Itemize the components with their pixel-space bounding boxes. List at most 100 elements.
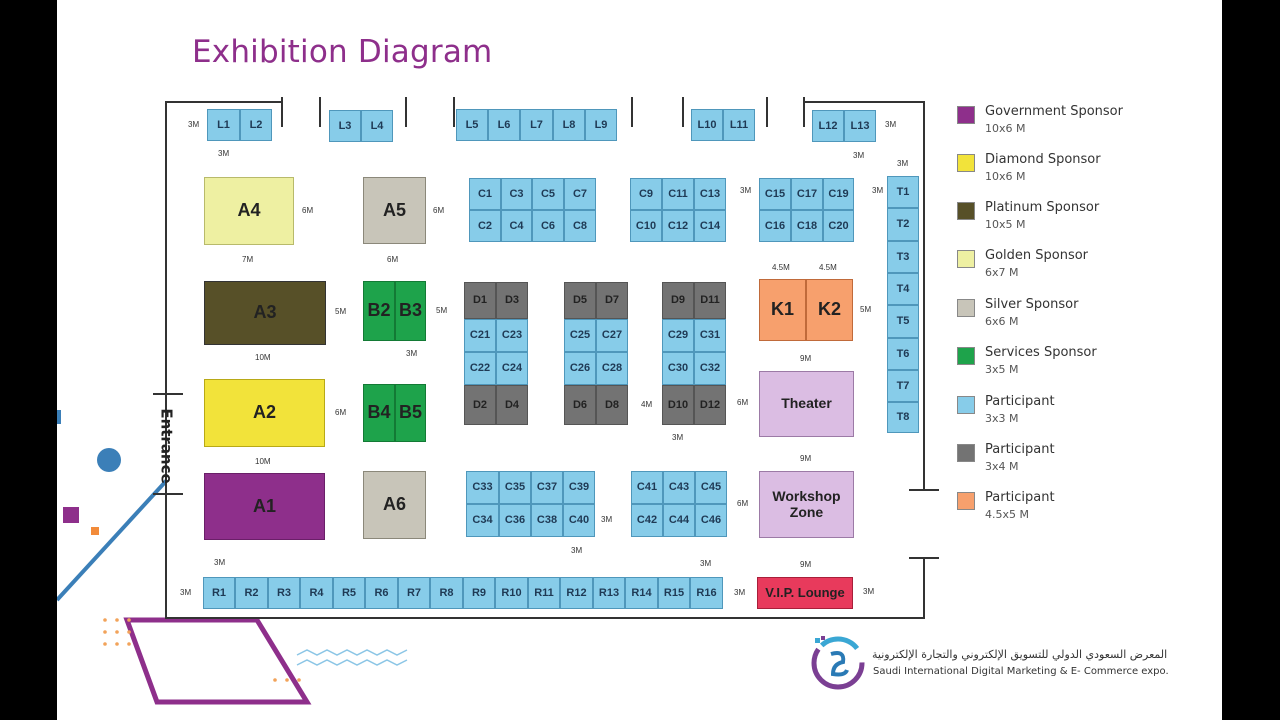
booth-T8[interactable]: T8 [887,402,919,433]
booth-C14[interactable]: C14 [694,210,726,242]
booth-D4[interactable]: D4 [496,385,528,425]
booth-C29[interactable]: C29 [662,319,694,352]
booth-A1[interactable]: A1 [204,473,325,540]
booth-C33[interactable]: C33 [466,471,499,504]
booth-C25[interactable]: C25 [564,319,596,352]
booth-C23[interactable]: C23 [496,319,528,352]
booth-A3[interactable]: A3 [204,281,326,345]
workshop-zone[interactable]: Workshop Zone [759,471,854,538]
booth-R3[interactable]: R3 [268,577,300,609]
booth-C39[interactable]: C39 [563,471,595,504]
vip-lounge[interactable]: V.I.P. Lounge [757,577,853,609]
booth-K1[interactable]: K1 [759,279,806,341]
booth-T2[interactable]: T2 [887,208,919,241]
booth-C21[interactable]: C21 [464,319,496,352]
booth-C28[interactable]: C28 [596,352,628,385]
booth-T4[interactable]: T4 [887,273,919,305]
booth-L13[interactable]: L13 [844,110,876,142]
booth-C27[interactable]: C27 [596,319,628,352]
booth-A4[interactable]: A4 [204,177,294,245]
booth-R11[interactable]: R11 [528,577,560,609]
booth-K2[interactable]: K2 [806,279,853,341]
booth-R13[interactable]: R13 [593,577,625,609]
booth-R7[interactable]: R7 [398,577,430,609]
booth-B2[interactable]: B2 [363,281,395,341]
booth-C26[interactable]: C26 [564,352,596,385]
booth-R9[interactable]: R9 [463,577,495,609]
booth-C12[interactable]: C12 [662,210,694,242]
booth-C24[interactable]: C24 [496,352,528,385]
booth-C10[interactable]: C10 [630,210,662,242]
booth-C44[interactable]: C44 [663,504,695,537]
booth-R15[interactable]: R15 [658,577,690,609]
booth-L10[interactable]: L10 [691,109,723,141]
booth-R8[interactable]: R8 [430,577,463,609]
booth-R16[interactable]: R16 [690,577,723,609]
booth-L6[interactable]: L6 [488,109,520,141]
booth-R5[interactable]: R5 [333,577,365,609]
booth-T5[interactable]: T5 [887,305,919,338]
booth-C41[interactable]: C41 [631,471,663,504]
booth-B4[interactable]: B4 [363,384,395,442]
booth-C32[interactable]: C32 [694,352,726,385]
booth-D8[interactable]: D8 [596,385,628,425]
booth-T6[interactable]: T6 [887,338,919,370]
booth-L7[interactable]: L7 [520,109,553,141]
booth-D7[interactable]: D7 [596,282,628,319]
booth-C38[interactable]: C38 [531,504,563,537]
booth-T1[interactable]: T1 [887,176,919,208]
booth-L8[interactable]: L8 [553,109,585,141]
booth-C40[interactable]: C40 [563,504,595,537]
booth-C13[interactable]: C13 [694,178,726,210]
booth-C6[interactable]: C6 [532,210,564,242]
booth-C37[interactable]: C37 [531,471,563,504]
booth-C15[interactable]: C15 [759,178,791,210]
booth-R14[interactable]: R14 [625,577,658,609]
booth-C1[interactable]: C1 [469,178,501,210]
booth-T3[interactable]: T3 [887,241,919,273]
booth-L5[interactable]: L5 [456,109,488,141]
booth-C35[interactable]: C35 [499,471,531,504]
booth-L3[interactable]: L3 [329,110,361,142]
theater-zone[interactable]: Theater [759,371,854,437]
booth-L4[interactable]: L4 [361,110,393,142]
booth-R10[interactable]: R10 [495,577,528,609]
booth-R12[interactable]: R12 [560,577,593,609]
booth-C11[interactable]: C11 [662,178,694,210]
booth-C5[interactable]: C5 [532,178,564,210]
booth-D12[interactable]: D12 [694,385,726,425]
booth-D11[interactable]: D11 [694,282,726,319]
booth-L12[interactable]: L12 [812,110,844,142]
booth-C3[interactable]: C3 [501,178,532,210]
booth-C17[interactable]: C17 [791,178,823,210]
booth-D9[interactable]: D9 [662,282,694,319]
booth-D5[interactable]: D5 [564,282,596,319]
booth-C42[interactable]: C42 [631,504,663,537]
booth-B5[interactable]: B5 [395,384,426,442]
booth-A2[interactable]: A2 [204,379,325,447]
booth-C2[interactable]: C2 [469,210,501,242]
booth-C8[interactable]: C8 [564,210,596,242]
booth-R1[interactable]: R1 [203,577,235,609]
booth-C4[interactable]: C4 [501,210,532,242]
booth-T7[interactable]: T7 [887,370,919,402]
booth-D2[interactable]: D2 [464,385,496,425]
booth-C34[interactable]: C34 [466,504,499,537]
booth-A6[interactable]: A6 [363,471,426,539]
booth-C22[interactable]: C22 [464,352,496,385]
booth-C46[interactable]: C46 [695,504,727,537]
booth-L2[interactable]: L2 [240,109,272,141]
booth-C43[interactable]: C43 [663,471,695,504]
booth-A5[interactable]: A5 [363,177,426,244]
booth-C9[interactable]: C9 [630,178,662,210]
booth-D3[interactable]: D3 [496,282,528,319]
booth-D1[interactable]: D1 [464,282,496,319]
booth-R2[interactable]: R2 [235,577,268,609]
booth-C30[interactable]: C30 [662,352,694,385]
booth-D10[interactable]: D10 [662,385,694,425]
booth-L9[interactable]: L9 [585,109,617,141]
booth-B3[interactable]: B3 [395,281,426,341]
booth-D6[interactable]: D6 [564,385,596,425]
booth-C19[interactable]: C19 [823,178,854,210]
booth-R4[interactable]: R4 [300,577,333,609]
